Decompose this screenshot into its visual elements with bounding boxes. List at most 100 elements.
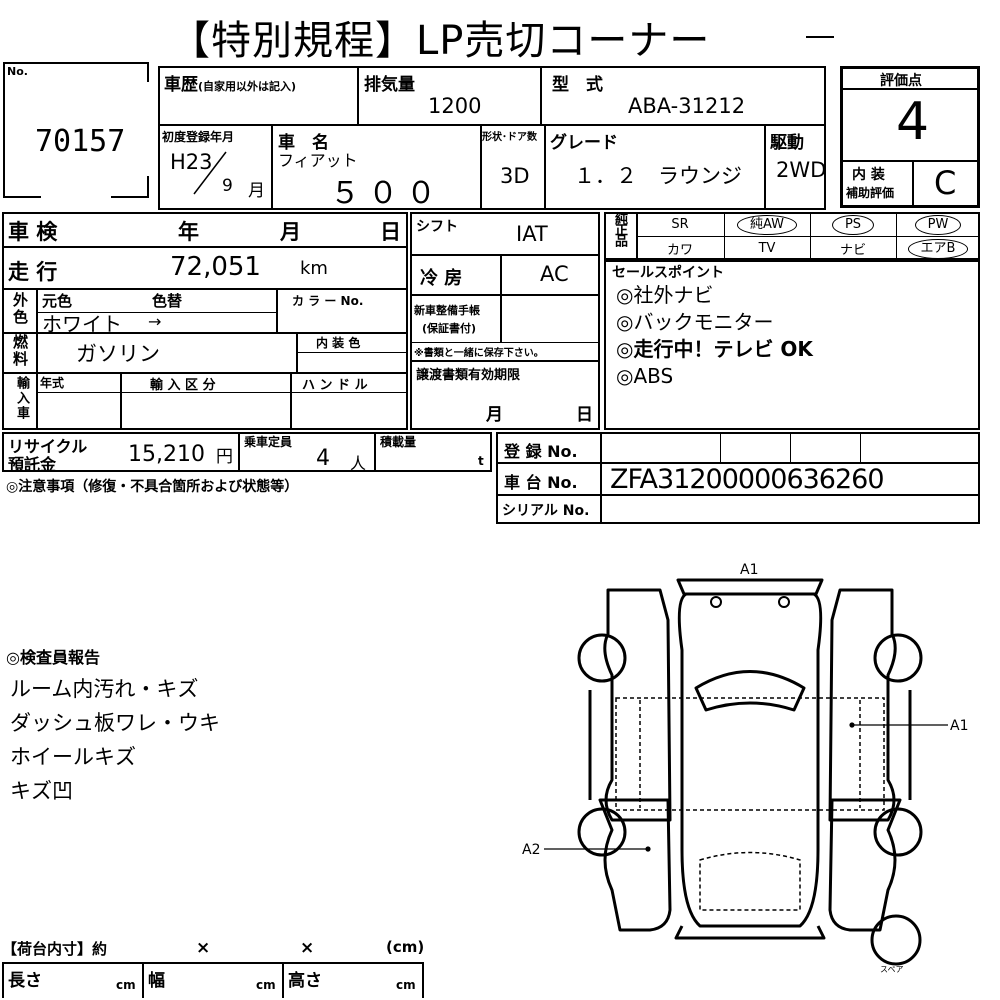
transfer-day: 日	[576, 405, 593, 425]
mileage-label: 走 行	[8, 260, 58, 284]
registration-block	[496, 432, 980, 524]
interior-value: C	[934, 164, 957, 202]
handle-label: ハ ン ド ル	[302, 378, 368, 393]
cargo-height-label: 高さ	[288, 971, 322, 991]
equipment-item-label: カワ	[666, 243, 693, 258]
equipment-item-label: TV	[758, 241, 776, 256]
recycle-label-1: リサイクル	[8, 437, 88, 456]
mileage-value: 72,051	[170, 252, 261, 282]
equipment-item-label: エアB	[907, 238, 969, 259]
rating-label: 評価点	[880, 73, 922, 89]
sales-point-item: ◎社外ナビ	[616, 283, 714, 307]
capacity-unit: 人	[350, 454, 367, 473]
recycle-value: 15,210	[128, 442, 205, 467]
history-label: 車歴(自家用以外は記入)	[164, 75, 297, 95]
cargo-length-cm: cm	[116, 978, 136, 992]
exterior-label: 外色	[11, 292, 29, 326]
first-reg-month: 9	[222, 176, 233, 196]
cargo-x2: ×	[300, 938, 315, 958]
equipment-item: TV	[724, 237, 810, 260]
car-name: ５００	[330, 176, 444, 211]
inspector-item: ダッシュ板ワレ・ウキ	[10, 711, 220, 735]
equipment-item-label: 純AW	[736, 214, 798, 235]
chassis-value: ZFA31200000636260	[610, 464, 885, 495]
drive-label: 駆動	[770, 133, 804, 153]
cargo-label: 【荷台内寸】約	[2, 940, 108, 958]
car-maker: フィアット	[278, 151, 358, 170]
color-arrow: →	[148, 312, 162, 331]
no-box: No. 70157	[3, 62, 151, 198]
color-change-label: 色替	[152, 292, 183, 310]
equipment-item: エアB	[896, 237, 980, 260]
equipment-item-label: ナビ	[839, 243, 866, 258]
equipment-item-label: PW	[914, 214, 962, 235]
inspector-item: キズ凹	[10, 779, 73, 803]
cargo-width-label: 幅	[148, 971, 165, 991]
rating-value: 4	[896, 92, 930, 152]
first-reg-slash	[193, 151, 227, 195]
maintenance-label-1: 新車整備手帳	[414, 304, 480, 317]
diagram-mark-right: A1	[950, 718, 969, 734]
displacement-value: 1200	[428, 94, 482, 118]
cargo-table	[2, 962, 424, 998]
sales-points-box	[604, 260, 980, 430]
import-class-label: 輸 入 区 分	[150, 378, 216, 393]
page-title: 【特別規程】LP売切コーナー	[170, 18, 711, 64]
fuel-label: 燃料	[11, 334, 29, 368]
grade-value: １．２ ラウンジ	[574, 164, 742, 188]
middle-block	[410, 212, 600, 430]
equipment-item-label: PS	[831, 214, 875, 235]
first-reg-label: 初度登録年月	[162, 130, 235, 144]
left-block	[2, 212, 408, 430]
doors-label: 形状･ドア数	[482, 132, 537, 143]
recycle-unit: 円	[216, 447, 233, 467]
equipment-item: SR	[636, 213, 724, 236]
diagram-mark-left: A2	[522, 842, 541, 858]
header-grid	[158, 66, 826, 210]
first-reg-year: H23	[170, 150, 213, 174]
ac-label: 冷 房	[420, 268, 463, 289]
load-label: 積載量	[380, 435, 417, 449]
shaken-year-label: 年	[178, 220, 199, 244]
sales-point-item: ◎バックモニター	[616, 310, 774, 334]
equipment-label: 純正品	[612, 212, 627, 245]
diagram-spare-label: スペア	[880, 965, 904, 974]
inspector-item: ホイールキズ	[10, 745, 136, 769]
capacity-value: 4	[316, 446, 330, 471]
load-unit: t	[478, 454, 484, 468]
no-value: 70157	[35, 124, 126, 159]
sales-point-item: ◎走行中！テレビ OK	[616, 337, 813, 361]
equipment-row-1: SR 純AW PS PW	[636, 213, 980, 236]
equipment-item-label: SR	[671, 217, 689, 232]
equipment-item: PS	[810, 213, 896, 236]
displacement-label: 排気量	[364, 75, 415, 95]
transfer-label: 譲渡書類有効期限	[416, 368, 521, 383]
equipment-row-2: カワ TV ナビ エアB	[636, 237, 980, 260]
cargo-width-cm: cm	[256, 978, 276, 992]
car-name-label: 車 名	[278, 133, 329, 153]
reg-label: 登 録 No.	[504, 442, 578, 461]
color-no-label: カ ラ ー No.	[292, 294, 364, 308]
notes-label: ◎注意事項（修復・不具合箇所および状態等）	[6, 479, 299, 495]
rating-box	[840, 66, 980, 208]
interior-color-label: 内 装 色	[316, 336, 361, 350]
interior-label-2: 補助評価	[846, 186, 895, 200]
title-underline	[806, 36, 834, 38]
interior-label-1: 内 装	[852, 167, 885, 183]
equipment-item: PW	[896, 213, 980, 236]
recycle-row	[2, 432, 492, 472]
cargo-unit-head: (cm)	[386, 938, 425, 956]
mileage-unit: km	[300, 258, 328, 279]
cargo-length-label: 長さ	[8, 971, 42, 991]
car-diagram	[544, 578, 948, 966]
maintenance-label-2: (保証書付)	[422, 322, 477, 335]
inspector-label: ◎検査員報告	[6, 648, 100, 667]
sales-points-label: セールスポイント	[612, 265, 724, 281]
transfer-month: 月	[486, 405, 503, 425]
no-label: No.	[7, 65, 28, 78]
drive-value: 2WD	[776, 158, 827, 182]
equipment-item: カワ	[636, 237, 724, 260]
orig-color-label: 元色	[42, 292, 73, 310]
first-reg-month-unit: 月	[248, 181, 265, 201]
chassis-label: 車 台 No.	[504, 473, 578, 492]
